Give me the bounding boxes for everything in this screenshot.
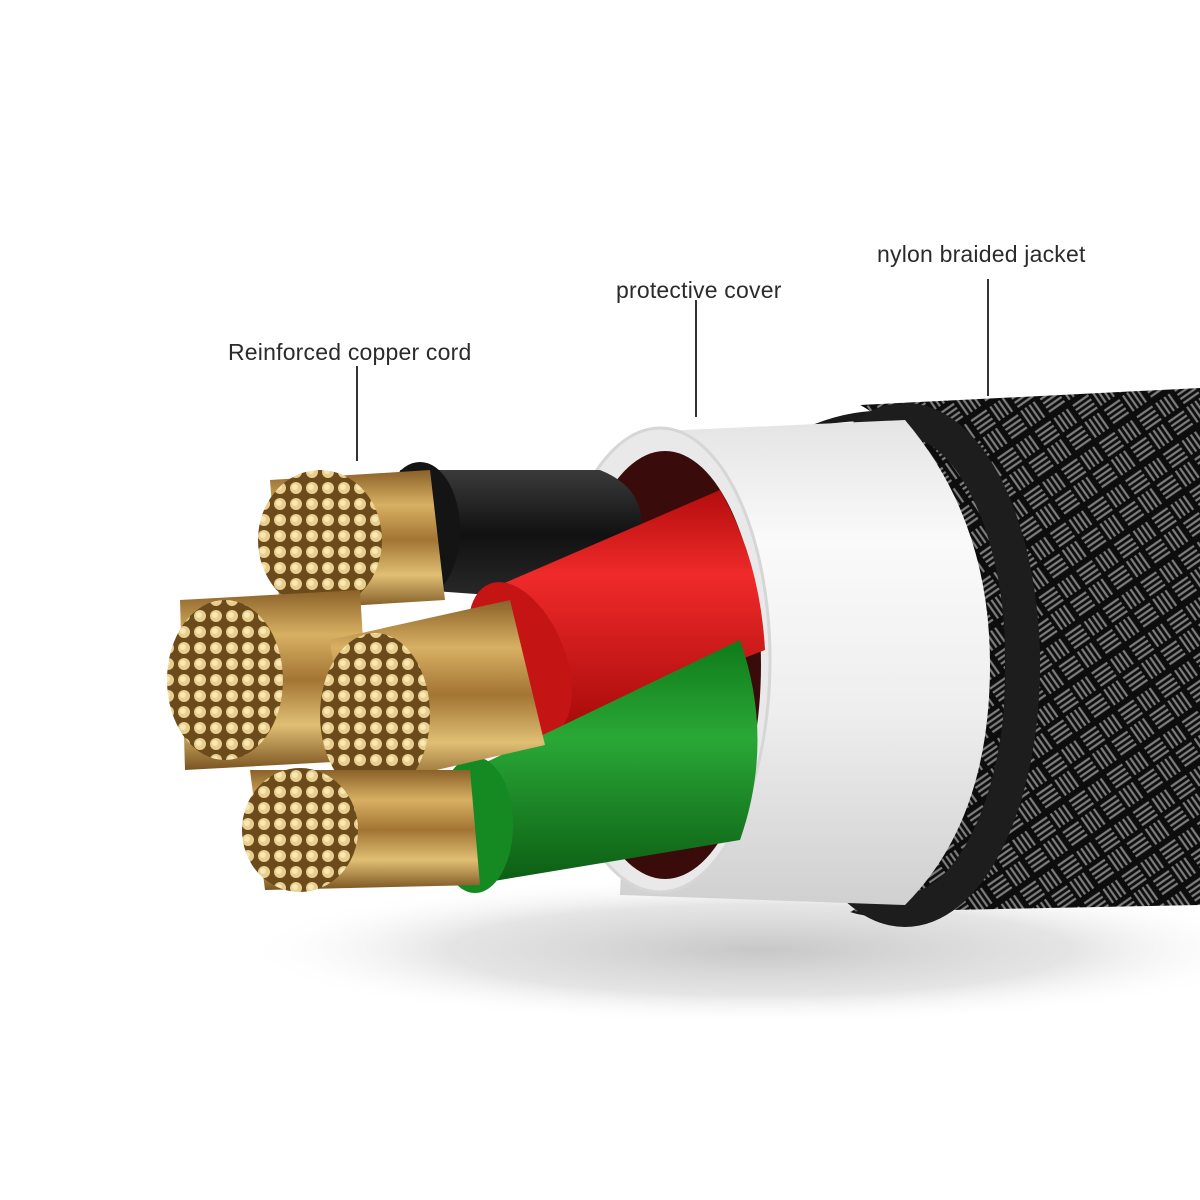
leader-line-jacket: [987, 279, 989, 396]
label-nylon-braided-jacket: nylon braided jacket: [877, 241, 1086, 267]
floor-shadow: [240, 875, 1200, 1025]
copper-strands: [167, 470, 545, 892]
label-reinforced-copper-cord: Reinforced copper cord: [228, 339, 472, 365]
leader-line-cover: [695, 300, 697, 417]
leader-line-copper: [356, 366, 358, 461]
label-protective-cover: protective cover: [616, 277, 782, 303]
